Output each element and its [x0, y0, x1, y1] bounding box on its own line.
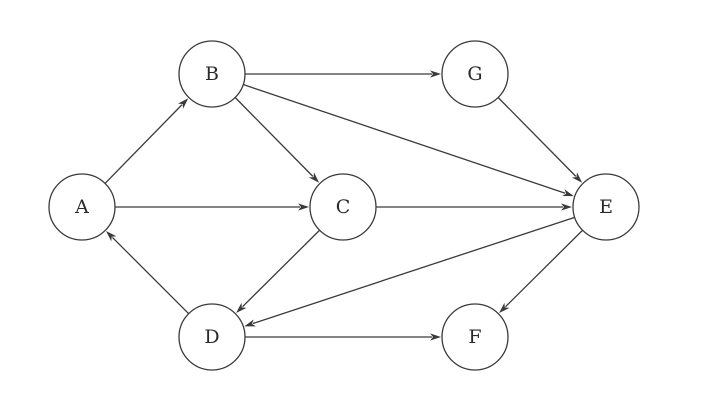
arrowhead-icon — [244, 319, 256, 327]
edge-d-f — [245, 333, 441, 341]
arrowhead-icon — [106, 231, 117, 242]
arrowhead-icon — [562, 189, 574, 197]
edge-c-d — [236, 229, 321, 314]
arrowhead-icon — [308, 172, 320, 183]
node-e-circle — [572, 173, 640, 241]
edge-a-b — [104, 98, 189, 184]
edge-line — [111, 236, 190, 315]
edge-line — [234, 97, 314, 177]
node-f-label: F — [468, 326, 481, 348]
node-g: G — [441, 40, 509, 108]
edge-line — [497, 97, 577, 177]
node-d-circle — [178, 303, 246, 371]
edge-line — [242, 229, 321, 308]
edge-line — [243, 83, 566, 194]
node-g-label: G — [467, 63, 482, 85]
node-e: E — [572, 173, 640, 241]
edge-a-c — [115, 203, 309, 211]
edge-e-f — [499, 229, 584, 314]
node-c: C — [309, 173, 377, 241]
edge-line — [252, 216, 575, 325]
node-d: D — [178, 303, 246, 371]
edge-d-a — [106, 231, 190, 315]
node-a: A — [48, 173, 116, 241]
edge-e-d — [244, 216, 575, 327]
edge-line — [505, 229, 584, 308]
node-f: F — [441, 303, 509, 371]
edge-b-c — [234, 97, 320, 183]
arrowhead-icon — [561, 203, 572, 211]
arrowhead-icon — [430, 70, 441, 78]
arrowhead-icon — [236, 302, 247, 314]
arrowhead-icon — [571, 172, 583, 183]
node-e-label: E — [599, 196, 613, 218]
arrowhead-icon — [177, 98, 189, 109]
edge-b-g — [245, 70, 441, 78]
nodes-layer: A B C D E F G — [48, 40, 640, 371]
node-b-circle — [178, 40, 246, 108]
edge-line — [104, 104, 183, 184]
edge-c-e — [376, 203, 572, 211]
node-c-circle — [309, 173, 377, 241]
node-d-label: D — [204, 326, 219, 348]
node-a-label: A — [74, 196, 89, 218]
node-b: B — [178, 40, 246, 108]
node-c-label: C — [336, 196, 351, 218]
node-g-circle — [441, 40, 509, 108]
edges-layer — [104, 70, 584, 341]
node-a-circle — [48, 173, 116, 241]
edge-g-e — [497, 97, 583, 183]
arrowhead-icon — [499, 302, 510, 314]
arrowhead-icon — [298, 203, 309, 211]
edge-b-e — [243, 83, 574, 197]
node-b-label: B — [205, 63, 219, 85]
node-f-circle — [441, 303, 509, 371]
arrowhead-icon — [430, 333, 441, 341]
